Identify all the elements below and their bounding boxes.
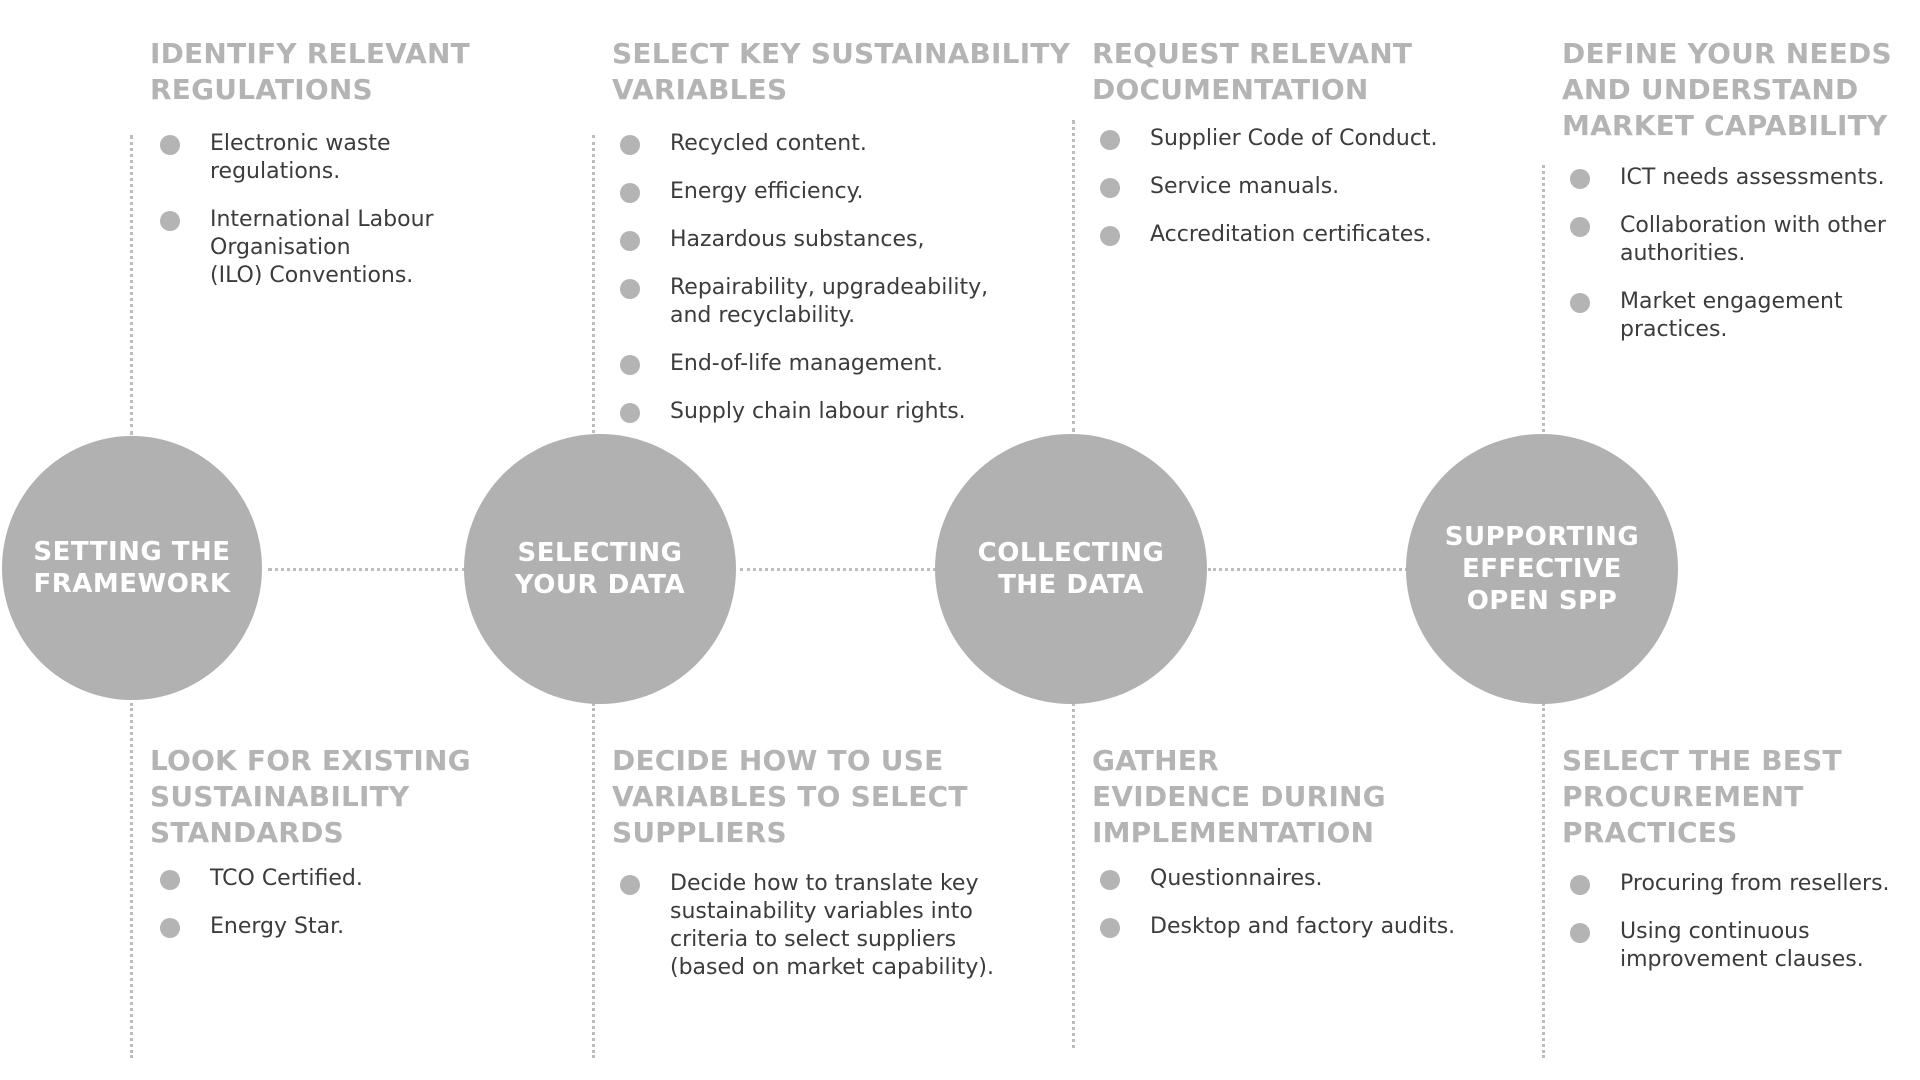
stage-3-title: COLLECTING THE DATA	[977, 538, 1165, 600]
bullet-dot-icon	[1100, 226, 1120, 246]
stage-3-top-line	[1072, 120, 1075, 432]
stage-4-circle: SUPPORTING EFFECTIVE OPEN SPP	[1406, 434, 1678, 704]
list-item: Decide how to translate key sustainabili…	[620, 870, 1040, 982]
connector-3-4	[1208, 568, 1408, 571]
list-item: Repairability, upgradeability, and recyc…	[620, 274, 1040, 330]
bullet-dot-icon	[1100, 130, 1120, 150]
bullet-dot-icon	[620, 403, 640, 423]
stage-4-top-list: ICT needs assessments. Collaboration wit…	[1570, 164, 1910, 364]
stage-2-bottom-list: Decide how to translate key sustainabili…	[620, 870, 1040, 1002]
stage-3-circle: COLLECTING THE DATA	[935, 434, 1207, 704]
stage-4-bottom-list: Procuring from resellers. Using continuo…	[1570, 870, 1910, 994]
list-item: Energy efficiency.	[620, 178, 1040, 206]
bullet-dot-icon	[1570, 169, 1590, 189]
list-item: Accreditation certificates.	[1100, 221, 1480, 249]
bullet-dot-icon	[620, 183, 640, 203]
stage-3-top-heading: REQUEST RELEVANT DOCUMENTATION	[1092, 37, 1413, 106]
bullet-dot-icon	[620, 231, 640, 251]
stage-4-top-heading: DEFINE YOUR NEEDS AND UNDERSTAND MARKET …	[1562, 37, 1892, 142]
bullet-dot-icon	[1570, 923, 1590, 943]
list-item: Electronic waste regulations.	[160, 130, 460, 186]
list-item: Procuring from resellers.	[1570, 870, 1910, 898]
stage-1-title: SETTING THE FRAMEWORK	[33, 537, 231, 599]
stage-2-title: SELECTING YOUR DATA	[514, 538, 686, 600]
connector-2-3	[740, 568, 936, 571]
bullet-dot-icon	[620, 279, 640, 299]
stage-1-bottom-list: TCO Certified. Energy Star.	[160, 865, 460, 961]
stage-1-bottom-heading: LOOK FOR EXISTING SUSTAINABILITY STANDAR…	[150, 744, 471, 849]
list-item: Hazardous substances,	[620, 226, 1040, 254]
stage-1-bottom-line	[130, 703, 133, 1058]
list-item: TCO Certified.	[160, 865, 460, 893]
stage-3-top-list: Supplier Code of Conduct. Service manual…	[1100, 125, 1480, 269]
stage-2-bottom-heading: DECIDE HOW TO USE VARIABLES TO SELECT SU…	[612, 744, 968, 849]
stage-1-top-heading: IDENTIFY RELEVANT REGULATIONS	[150, 37, 470, 106]
bullet-dot-icon	[1570, 217, 1590, 237]
list-item: Energy Star.	[160, 913, 460, 941]
bullet-dot-icon	[160, 211, 180, 231]
stage-1-top-line	[130, 135, 133, 435]
list-item: International Labour Organisation (ILO) …	[160, 206, 460, 290]
bullet-dot-icon	[1100, 918, 1120, 938]
stage-3-bottom-heading: GATHER EVIDENCE DURING IMPLEMENTATION	[1092, 744, 1386, 849]
stage-2-top-heading: SELECT KEY SUSTAINABILITY VARIABLES	[612, 37, 1071, 106]
list-item: Desktop and factory audits.	[1100, 913, 1480, 941]
list-item: Collaboration with other authorities.	[1570, 212, 1910, 268]
list-item: Market engagement practices.	[1570, 288, 1910, 344]
list-item: ICT needs assessments.	[1570, 164, 1910, 192]
stage-3-bottom-line	[1072, 703, 1075, 1048]
stage-3-bottom-list: Questionnaires. Desktop and factory audi…	[1100, 865, 1480, 961]
stage-1-circle: SETTING THE FRAMEWORK	[2, 436, 262, 700]
bullet-dot-icon	[620, 135, 640, 155]
list-item: Supply chain labour rights.	[620, 398, 1040, 426]
list-item: Using continuous improvement clauses.	[1570, 918, 1910, 974]
bullet-dot-icon	[160, 918, 180, 938]
list-item: End-of-life management.	[620, 350, 1040, 378]
bullet-dot-icon	[1570, 875, 1590, 895]
stage-4-bottom-line	[1542, 703, 1545, 1058]
stage-2-top-list: Recycled content. Energy efficiency. Haz…	[620, 130, 1040, 446]
stage-4-bottom-heading: SELECT THE BEST PROCUREMENT PRACTICES	[1562, 744, 1842, 849]
bullet-dot-icon	[620, 875, 640, 895]
bullet-dot-icon	[1100, 870, 1120, 890]
bullet-dot-icon	[160, 135, 180, 155]
connector-1-2	[268, 568, 466, 571]
stage-4-top-line	[1542, 165, 1545, 432]
bullet-dot-icon	[620, 355, 640, 375]
bullet-dot-icon	[160, 870, 180, 890]
bullet-dot-icon	[1100, 178, 1120, 198]
stage-1-top-list: Electronic waste regulations. Internatio…	[160, 130, 460, 310]
stage-4-title: SUPPORTING EFFECTIVE OPEN SPP	[1444, 522, 1640, 616]
list-item: Recycled content.	[620, 130, 1040, 158]
stage-2-top-line	[592, 135, 595, 433]
list-item: Service manuals.	[1100, 173, 1480, 201]
stage-2-bottom-line	[592, 703, 595, 1058]
list-item: Questionnaires.	[1100, 865, 1480, 893]
bullet-dot-icon	[1570, 293, 1590, 313]
list-item: Supplier Code of Conduct.	[1100, 125, 1480, 153]
stage-2-circle: SELECTING YOUR DATA	[464, 434, 736, 704]
